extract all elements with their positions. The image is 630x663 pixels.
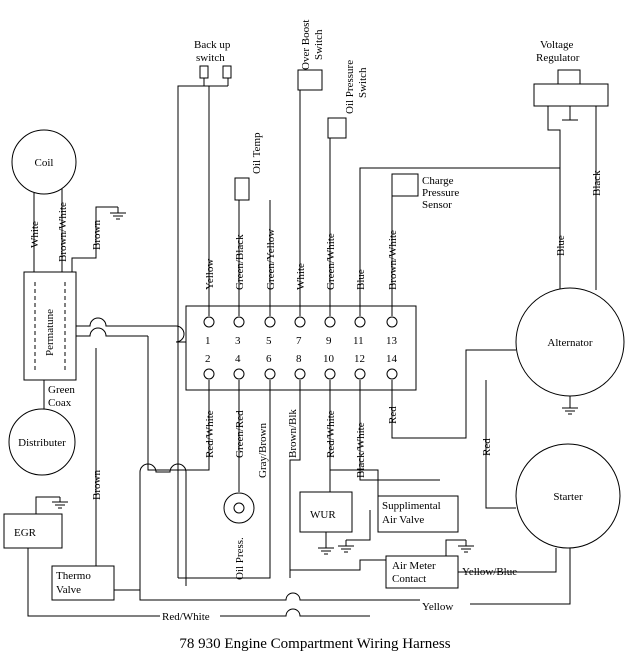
thermo-valve-label-2: Valve [56, 584, 81, 596]
pin-11: 11 [353, 335, 364, 347]
pin-13: 13 [386, 335, 398, 347]
wire-white-7: White [295, 263, 307, 290]
wire-green-coax-2: Coax [48, 397, 72, 409]
oil-pressure-label-2: Switch [357, 67, 369, 98]
air-meter-label-2: Contact [392, 573, 426, 585]
wire-yellow-1: Yellow [204, 259, 216, 290]
pin-3: 3 [235, 335, 241, 347]
wire-red-white-bottom: Red/White [162, 611, 210, 623]
pin-9: 9 [326, 335, 332, 347]
voltage-regulator: Voltage Regulator [533, 39, 609, 107]
wur-label: WUR [310, 509, 336, 521]
permatune: Permatune [23, 271, 77, 381]
wire-brown-ground: Brown [91, 220, 103, 250]
pin-4: 4 [235, 353, 241, 365]
coil-label: Coil [35, 157, 54, 169]
voltage-reg-label-2: Regulator [536, 52, 580, 64]
pin-1: 1 [205, 335, 211, 347]
distributer: Distributer [8, 408, 76, 476]
oil-press-label: Oil Press. [234, 537, 246, 580]
thermo-valve-label-1: Thermo [56, 570, 91, 582]
wire-green-yellow: Green/Yellow [265, 229, 277, 290]
pins-bottom: 2 4 6 8 10 12 14 [203, 353, 398, 380]
wire-red-white-2: Red/White [204, 410, 216, 458]
wire-black-reg: Black [591, 170, 603, 196]
diagram-title: 78 930 Engine Compartment Wiring Harness [179, 636, 450, 652]
pin-7: 7 [296, 335, 302, 347]
pin-5: 5 [266, 335, 272, 347]
wire-red-white-10: Red/White [325, 410, 337, 458]
oil-temp-label: Oil Temp [251, 132, 263, 174]
supp-air-label-2: Air Valve [382, 514, 424, 526]
permatune-label: Permatune [44, 309, 56, 356]
pins-top: 1 3 5 7 9 11 13 [203, 316, 398, 347]
wire-gray-brown: Gray/Brown [257, 423, 269, 478]
wire-green-red: Green/Red [234, 410, 246, 458]
pin-10: 10 [323, 353, 335, 365]
coil: Coil [11, 129, 77, 195]
pin-2: 2 [205, 353, 211, 365]
pin-6: 6 [266, 353, 272, 365]
pin-12: 12 [354, 353, 365, 365]
starter-label: Starter [553, 491, 583, 503]
air-meter-label-1: Air Meter [392, 560, 436, 572]
alternator-label: Alternator [547, 337, 593, 349]
starter: Starter [515, 443, 621, 549]
distributer-label: Distributer [18, 437, 66, 449]
charge-sensor-label-3: Sensor [422, 199, 452, 211]
wire-yellow-blue: Yellow/Blue [462, 566, 517, 578]
wire-brown-thermo: Brown [91, 470, 103, 500]
wire-green-black: Green/Black [234, 234, 246, 290]
air-meter-contact: Air Meter Contact [385, 555, 459, 589]
wur: WUR [299, 491, 353, 533]
wire-blue-reg: Blue [555, 235, 567, 256]
supplimental-air-valve: Supplimental Air Valve [377, 495, 459, 533]
wire-green-white: Green/White [325, 233, 337, 290]
over-boost-label-1: Over Boost [300, 20, 312, 70]
charge-sensor-label-2: Pressure [422, 187, 459, 199]
wire-yellow-bottom: Yellow [422, 601, 453, 613]
backup-switch-label-2: switch [196, 52, 225, 64]
wire-brown-white-coil: Brown/White [57, 202, 69, 262]
wire-white-coil: White [29, 221, 41, 248]
wire-red-14: Red [387, 406, 399, 424]
backup-switch-label-1: Back up [194, 39, 231, 51]
voltage-reg-label-1: Voltage [540, 39, 574, 51]
pin-8: 8 [296, 353, 302, 365]
wire-brown-white-13: Brown/White [387, 230, 399, 290]
wire-brown-blk: Brown/Blk [287, 409, 299, 458]
wire-blue-11: Blue [355, 269, 367, 290]
supp-air-label-1: Supplimental [382, 500, 441, 512]
oil-pressure-label-1: Oil Pressure [344, 60, 356, 114]
wire-black-white: Black/White [355, 422, 367, 478]
over-boost-label-2: Switch [313, 29, 325, 60]
pin-14: 14 [386, 353, 398, 365]
egr-label: EGR [14, 527, 37, 539]
wire-green-coax-1: Green [48, 384, 75, 396]
wire-red-starter: Red [481, 438, 493, 456]
charge-sensor-label-1: Charge [422, 175, 454, 187]
thermo-valve: Thermo Valve [51, 565, 115, 601]
egr: EGR [3, 513, 63, 549]
alternator: Alternator [515, 287, 625, 397]
